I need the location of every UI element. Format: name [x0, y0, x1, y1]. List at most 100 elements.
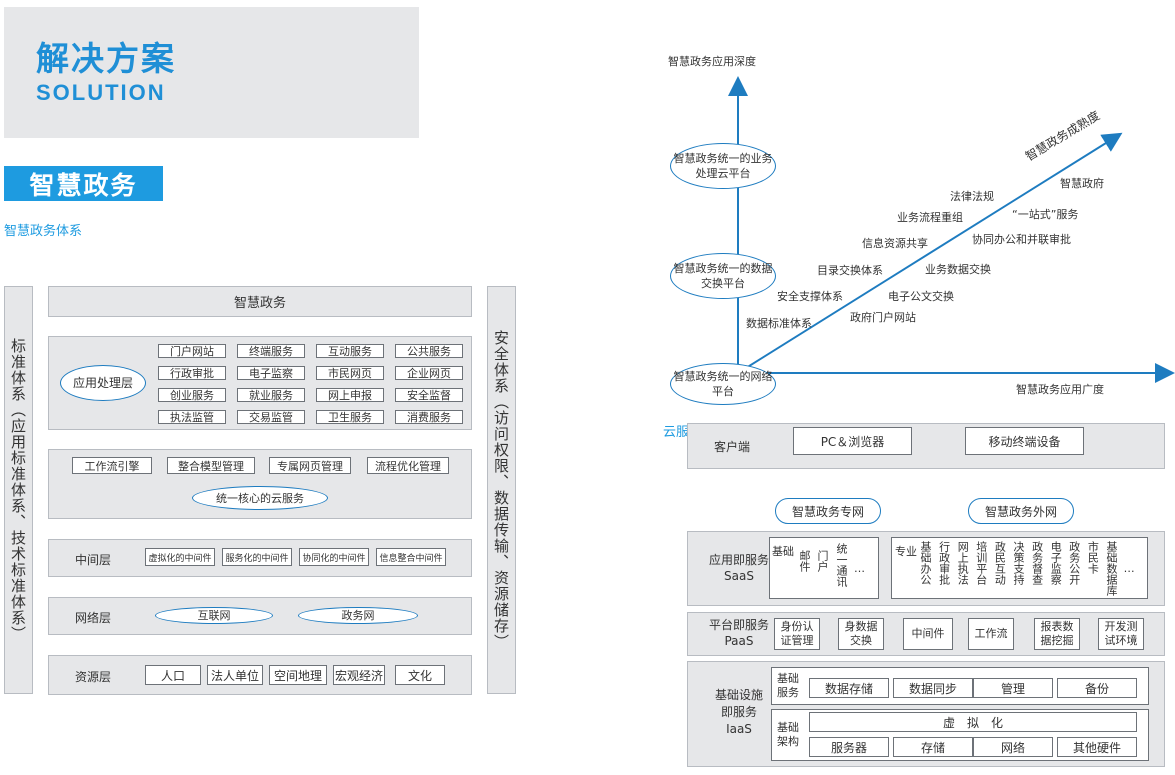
iaas-label-line1: 基础设施 — [714, 687, 763, 702]
network-external: 智慧政务外网 — [968, 498, 1074, 524]
client-mobile: 移动终端设备 — [965, 427, 1084, 455]
top-title-bar: 智慧政务 — [48, 286, 472, 317]
saas-label-line2: SaaS — [724, 569, 754, 583]
app-layer-item: 交易监管 — [237, 410, 305, 424]
middle-layer-label: 中间层 — [75, 553, 112, 567]
chart-label-lower: “一站式”服务 — [1012, 208, 1079, 221]
maturity-chart-axes — [728, 76, 1175, 383]
app-layer-item: 终端服务 — [237, 344, 305, 358]
saas-pro-item: 市民卡 — [1086, 541, 1100, 574]
iaas-arch-label: 基础架构 — [777, 721, 799, 748]
saas-pro-item: 行政审批 — [937, 541, 951, 585]
chart-label-upper: 安全支撑体系 — [777, 290, 843, 303]
saas-pro-item: 基础办公 — [919, 541, 932, 585]
resource-item: 宏观经济 — [333, 665, 385, 685]
saas-basic-item: 统一通讯 — [835, 543, 848, 587]
resource-item: 空间地理 — [269, 665, 327, 685]
iaas-arch-item: 存储 — [893, 737, 973, 757]
resource-layer-label: 资源层 — [75, 670, 112, 684]
app-layer-label: 应用处理层 — [60, 365, 146, 401]
resource-item: 人口 — [145, 665, 201, 685]
paas-label: 平台即服务 PaaS — [694, 617, 784, 649]
chart-label-upper: 法律法规 — [950, 190, 994, 203]
chart-label-upper: 业务流程重组 — [897, 211, 963, 224]
paas-item: 身份认证管理 — [774, 618, 820, 650]
section-badge: 智慧政务 — [4, 166, 163, 201]
core-item: 专属网页管理 — [269, 457, 351, 474]
stage-network-platform: 智慧政务统一的网络平台 — [670, 363, 776, 405]
iaas-service-item: 数据存储 — [809, 678, 889, 698]
paas-item: 报表数据挖掘 — [1034, 618, 1080, 650]
resource-item: 文化 — [395, 665, 445, 685]
paas-item: 开发测试环境 — [1098, 618, 1144, 650]
app-layer-item: 互动服务 — [316, 344, 384, 358]
network-private: 智慧政务专网 — [775, 498, 881, 524]
page-title: 解决方案 — [36, 39, 176, 78]
middleware-item: 信息整合中间件 — [376, 548, 446, 566]
saas-pro-box — [891, 537, 1148, 599]
paas-label-line1: 平台即服务 — [708, 618, 769, 632]
saas-label-line1: 应用即服务 — [708, 553, 769, 567]
app-layer-item: 公共服务 — [395, 344, 463, 358]
saas-basic-item: 门户 — [816, 550, 829, 572]
core-item: 工作流引擎 — [72, 457, 152, 474]
saas-pro-item: … — [1123, 562, 1135, 575]
stage-cloud-platform: 智慧政务统一的业务处理云平台 — [670, 143, 776, 189]
saas-pro-item: 政务督查 — [1030, 541, 1044, 585]
app-layer-item: 就业服务 — [237, 388, 305, 402]
app-layer-item: 网上申报 — [316, 388, 384, 402]
network-internet: 互联网 — [155, 607, 273, 624]
app-layer-item: 门户网站 — [158, 344, 226, 358]
app-layer-item: 市民网页 — [316, 366, 384, 380]
middleware-item: 虚拟化的中间件 — [145, 548, 215, 566]
core-item: 整合模型管理 — [167, 457, 255, 474]
paas-item: 身数据交换 — [838, 618, 884, 650]
app-layer-item: 创业服务 — [158, 388, 226, 402]
paas-item: 工作流 — [968, 618, 1014, 650]
saas-pro-item: 培训平台 — [974, 541, 988, 585]
page-subtitle: SOLUTION — [36, 80, 166, 105]
client-panel — [687, 423, 1165, 469]
paas-item: 中间件 — [903, 618, 953, 650]
saas-pro-item: 决策支持 — [1012, 541, 1025, 585]
saas-pro-item: 基础数据库 — [1105, 541, 1118, 596]
saas-pro-item: 政民互动 — [993, 541, 1007, 585]
saas-pro-item: 网上执法 — [956, 541, 970, 585]
saas-pro-item: 政务公开 — [1067, 541, 1081, 585]
app-layer-item: 行政审批 — [158, 366, 226, 380]
iaas-arch-item: 其他硬件 — [1057, 737, 1137, 757]
core-item: 流程优化管理 — [367, 457, 449, 474]
saas-pro-label: 专业 — [895, 545, 917, 558]
middleware-item: 协同化的中间件 — [299, 548, 369, 566]
header-banner — [4, 7, 419, 138]
app-layer-item: 企业网页 — [395, 366, 463, 380]
resource-item: 法人单位 — [207, 665, 263, 685]
iaas-service-item: 数据同步 — [893, 678, 973, 698]
app-layer-item: 消费服务 — [395, 410, 463, 424]
iaas-label: 基础设施 即服务 IaaS — [694, 686, 784, 738]
saas-pro-item: 电子监察 — [1049, 541, 1063, 585]
chart-label-lower: 业务数据交换 — [925, 263, 991, 276]
iaas-arch-item: 服务器 — [809, 737, 889, 757]
iaas-service-item: 备份 — [1057, 678, 1137, 698]
app-layer-item: 执法监管 — [158, 410, 226, 424]
saas-label: 应用即服务 SaaS — [694, 551, 784, 585]
chart-label-upper: 目录交换体系 — [817, 264, 883, 277]
client-label: 客户端 — [714, 440, 751, 454]
section-label-system: 智慧政务体系 — [4, 224, 83, 239]
network-layer-label: 网络层 — [75, 611, 112, 625]
app-layer-item: 卫生服务 — [316, 410, 384, 424]
saas-basic-label: 基础 — [772, 545, 794, 558]
iaas-service-label: 基础服务 — [777, 672, 799, 699]
security-system-bar: 安全体系（访问权限、数据传输、资源储存） — [487, 286, 516, 694]
chart-label-lower: 电子公文交换 — [888, 290, 954, 303]
chart-label-upper: 信息资源共享 — [862, 237, 928, 250]
y-axis-label: 智慧政务应用深度 — [668, 55, 756, 68]
chart-label-upper: 数据标准体系 — [746, 317, 812, 330]
client-pc: PC＆浏览器 — [793, 427, 912, 455]
chart-label-lower: 协同办公和并联审批 — [972, 233, 1071, 246]
iaas-service-item: 管理 — [973, 678, 1053, 698]
app-layer-item: 安全监督 — [395, 388, 463, 402]
standards-system-bar: 标准体系（应用标准体系、技术标准体系） — [4, 286, 33, 694]
virtualization-bar: 虚 拟 化 — [809, 712, 1137, 732]
